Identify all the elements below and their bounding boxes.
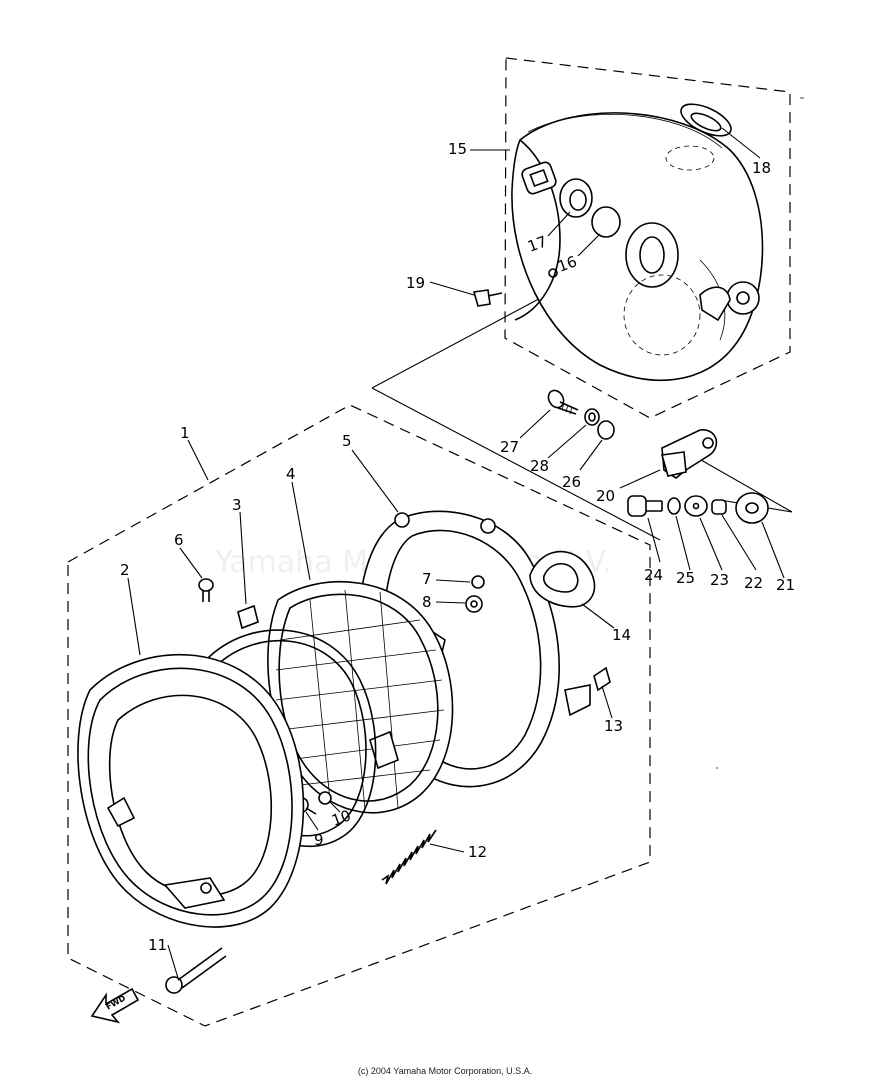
headlight-housing bbox=[511, 112, 764, 382]
grommet-16 bbox=[591, 206, 621, 238]
callout-4: 4 bbox=[286, 465, 296, 483]
headlight-rim bbox=[77, 653, 305, 928]
grommet-17 bbox=[559, 178, 593, 218]
clip-13 bbox=[593, 666, 611, 692]
bolt-24 bbox=[627, 495, 663, 517]
callout-15: 15 bbox=[448, 140, 467, 158]
callout-27: 27 bbox=[500, 438, 519, 456]
callout-10: 10 bbox=[329, 806, 353, 829]
callout-23: 23 bbox=[710, 571, 729, 589]
callout-22: 22 bbox=[744, 574, 763, 592]
lock-washer-25 bbox=[667, 497, 681, 515]
callout-11: 11 bbox=[148, 936, 167, 954]
grommet-21 bbox=[735, 492, 769, 524]
callout-5: 5 bbox=[342, 432, 352, 450]
nut-8 bbox=[465, 595, 483, 613]
callout-1: 1 bbox=[180, 424, 190, 442]
collar-22 bbox=[711, 499, 727, 515]
callout-18: 18 bbox=[752, 159, 771, 177]
socket-cover-14 bbox=[529, 550, 596, 608]
callout-2: 2 bbox=[120, 561, 130, 579]
bolt-27 bbox=[547, 389, 579, 415]
leader-lines bbox=[127, 127, 785, 979]
forward-arrow-icon: FWD bbox=[90, 987, 140, 1024]
callout-28: 28 bbox=[530, 457, 549, 475]
callout-6: 6 bbox=[174, 531, 184, 549]
assembly-boundary-15 bbox=[504, 57, 791, 419]
stray-mark bbox=[716, 97, 804, 769]
callout-3: 3 bbox=[232, 496, 242, 514]
spring-12 bbox=[381, 829, 437, 885]
callout-16: 16 bbox=[555, 252, 579, 275]
washer-23 bbox=[684, 495, 708, 517]
callout-8: 8 bbox=[422, 593, 432, 611]
screw-19 bbox=[472, 289, 503, 307]
sealed-beam-unit bbox=[267, 581, 454, 814]
nut-7 bbox=[471, 575, 485, 589]
callout-20: 20 bbox=[596, 487, 615, 505]
callout-19: 19 bbox=[406, 274, 425, 292]
callout-25: 25 bbox=[676, 569, 695, 587]
callout-7: 7 bbox=[422, 570, 432, 588]
grommet-18 bbox=[680, 103, 732, 137]
copyright-notice: (c) 2004 Yamaha Motor Corporation, U.S.A… bbox=[357, 1066, 533, 1076]
screw-11 bbox=[165, 947, 227, 994]
callout-21: 21 bbox=[776, 576, 795, 594]
washer-28 bbox=[584, 408, 600, 426]
callout-17: 17 bbox=[525, 232, 549, 255]
bracket-20 bbox=[660, 429, 718, 479]
callout-12: 12 bbox=[468, 843, 487, 861]
callout-9: 9 bbox=[314, 831, 324, 849]
callout-labels: 1 2 3 4 5 6 7 8 9 10 11 12 13 14 15 16 1… bbox=[120, 140, 795, 954]
callout-13: 13 bbox=[604, 717, 623, 735]
screw-6 bbox=[198, 578, 214, 602]
washer-26 bbox=[597, 420, 615, 440]
callout-26: 26 bbox=[562, 473, 581, 491]
callout-14: 14 bbox=[612, 626, 631, 644]
nut-10 bbox=[318, 791, 332, 805]
callout-24: 24 bbox=[644, 566, 663, 584]
